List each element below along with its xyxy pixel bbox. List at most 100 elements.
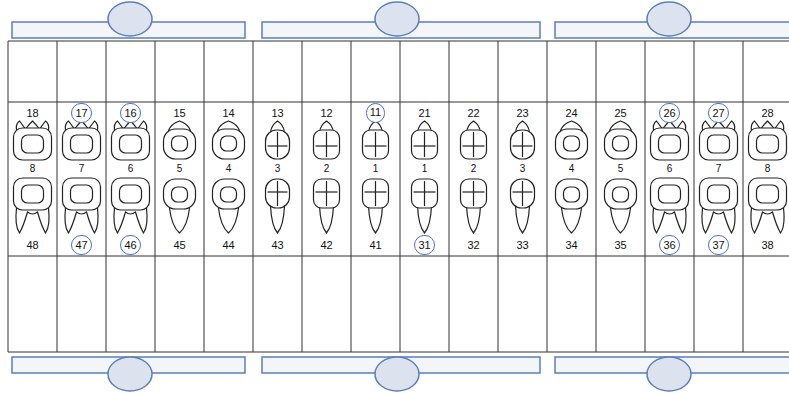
bar-oval xyxy=(108,2,152,36)
tooth-crown xyxy=(213,129,245,159)
tooth-occlusal xyxy=(22,185,44,203)
tooth-crown xyxy=(605,179,637,209)
circled-tooth-number: 47 xyxy=(71,235,91,255)
tooth xyxy=(266,179,290,233)
tooth-number: 8 xyxy=(30,164,36,174)
upper-teeth xyxy=(14,121,787,160)
tooth-root xyxy=(653,208,686,233)
tooth-root xyxy=(611,208,631,233)
grid-line xyxy=(8,352,789,353)
circled-tooth-number: 46 xyxy=(120,235,140,255)
tooth xyxy=(164,121,196,159)
tooth-root xyxy=(114,208,147,233)
circled-tooth-number: 17 xyxy=(71,103,91,123)
tooth xyxy=(314,121,340,159)
tooth-crown xyxy=(314,130,340,159)
tooth-number: 37 xyxy=(712,240,724,251)
tooth-number: 1 xyxy=(373,164,379,174)
grid-line xyxy=(645,41,646,352)
tooth-number: 35 xyxy=(614,240,626,251)
tooth xyxy=(700,178,738,233)
tooth-root xyxy=(702,208,735,233)
tooth xyxy=(651,121,689,160)
tooth-crown xyxy=(266,130,290,159)
tooth-crown xyxy=(700,178,738,210)
grid-line xyxy=(743,41,744,352)
tooth-line xyxy=(365,191,387,192)
chart-grid xyxy=(8,41,789,352)
tooth xyxy=(556,121,588,159)
tooth-number: 3 xyxy=(520,164,526,174)
tooth-line xyxy=(424,181,425,206)
tooth-number: 14 xyxy=(222,108,234,119)
tooth-number: 8 xyxy=(765,164,771,174)
tooth-occlusal xyxy=(221,187,237,202)
tooth xyxy=(556,179,588,233)
circled-tooth-number: 11 xyxy=(366,103,385,122)
tooth-root xyxy=(467,206,481,233)
tooth-number: 4 xyxy=(569,164,575,174)
tooth-crown xyxy=(63,128,101,160)
tooth-number: 45 xyxy=(173,240,185,251)
tooth-line xyxy=(463,145,485,146)
tooth xyxy=(749,178,787,233)
tooth-number: 38 xyxy=(761,240,773,251)
tooth-crown xyxy=(314,179,340,208)
tooth-crown xyxy=(412,130,438,159)
tooth-line xyxy=(316,191,338,192)
tooth-crown xyxy=(63,178,101,210)
circled-tooth-number: 37 xyxy=(708,235,728,255)
tooth-number: 5 xyxy=(618,164,624,174)
tooth-crown xyxy=(511,130,535,159)
grid-line xyxy=(351,41,352,352)
tooth-line xyxy=(365,145,387,146)
tooth-root xyxy=(271,206,285,233)
tooth-occlusal xyxy=(172,136,188,151)
tooth-line xyxy=(277,181,278,206)
grid-line xyxy=(155,41,156,352)
tooth xyxy=(112,178,150,233)
tooth xyxy=(511,179,535,233)
tooth-occlusal xyxy=(613,136,629,151)
tooth-number: 5 xyxy=(177,164,183,174)
tooth-number: 17 xyxy=(75,108,87,119)
tooth xyxy=(14,178,52,233)
tooth xyxy=(605,121,637,159)
tooth-root xyxy=(369,206,383,233)
tooth-number: 48 xyxy=(26,240,38,251)
tooth-crown xyxy=(749,128,787,160)
tooth-line xyxy=(316,145,338,146)
tooth xyxy=(461,179,487,233)
tooth-crown xyxy=(749,178,787,210)
tooth xyxy=(461,121,487,159)
tooth-crown xyxy=(700,128,738,160)
tooth-number: 6 xyxy=(667,164,673,174)
tooth-crown xyxy=(651,128,689,160)
grid-line xyxy=(204,41,205,352)
tooth xyxy=(363,179,389,233)
tooth-number: 1 xyxy=(422,164,428,174)
tooth xyxy=(605,179,637,233)
grid-line xyxy=(400,41,401,352)
tooth-line xyxy=(268,145,288,146)
grid-line xyxy=(302,41,303,352)
tooth-number: 23 xyxy=(516,108,528,119)
tooth-crown xyxy=(164,179,196,209)
tooth-number: 34 xyxy=(565,240,577,251)
tooth-crown xyxy=(112,128,150,160)
tooth-occlusal xyxy=(120,135,142,153)
tooth-root xyxy=(320,206,334,233)
tooth xyxy=(213,179,245,233)
tooth-occlusal xyxy=(659,135,681,153)
tooth-line xyxy=(414,145,436,146)
tooth-line xyxy=(414,191,436,192)
tooth-number: 25 xyxy=(614,108,626,119)
tooth-line xyxy=(375,181,376,206)
tooth xyxy=(651,178,689,233)
grid-line xyxy=(8,41,9,352)
tooth-number: 13 xyxy=(271,108,283,119)
tooth-line xyxy=(522,132,523,157)
tooth-crown xyxy=(363,130,389,159)
tooth-occlusal xyxy=(120,185,142,203)
circled-tooth-number: 16 xyxy=(120,103,140,123)
